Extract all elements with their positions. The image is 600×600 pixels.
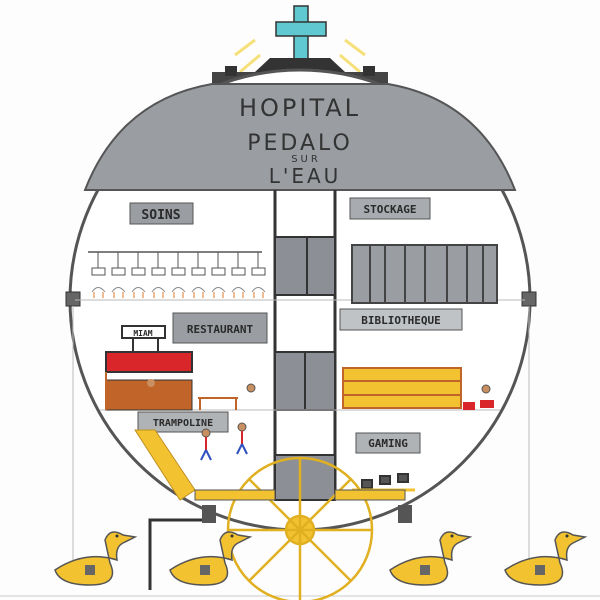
room-label-restaurant: RESTAURANT [172,312,268,344]
duck-floats [54,531,588,586]
restaurant-tables [198,383,256,410]
left-bolt [65,291,81,307]
pedal-box-left [202,505,216,523]
right-bolt [521,291,537,307]
elevator-shaft [273,190,337,501]
room-label-soins: SOINS [129,202,194,225]
title-line-3: SUR [291,154,321,165]
duck-float [389,531,473,586]
care-bed [251,252,266,298]
pedal-beam-right [334,489,406,501]
room-label-stockage: STOCKAGE [349,197,431,220]
care-bed [111,252,126,298]
pedal-box-right [398,505,412,523]
room-label-bibliotheque: BIBLIOTHEQUE [339,308,463,331]
care-beds [88,251,266,298]
care-bed [91,252,106,298]
care-bed [191,252,206,298]
dome-roof [83,83,517,191]
restaurant-stand: MIAM [105,325,193,411]
care-bed [131,252,146,298]
svg-text:BIBLIOTHEQUE: BIBLIOTHEQUE [361,314,440,327]
care-bed [151,252,166,298]
people [200,422,248,461]
storage-shelves [351,244,498,304]
svg-text:GAMING: GAMING [368,437,408,450]
svg-text:TRAMPOLINE: TRAMPOLINE [153,418,213,429]
title-line-1: HOPITAL [239,94,361,122]
title-line-2: PEDALO [247,131,353,156]
duck-float [54,531,138,586]
drive-pipe [148,518,210,590]
bookshelf [342,367,494,410]
svg-text:STOCKAGE: STOCKAGE [364,203,417,216]
paddle-wheel [226,456,374,600]
svg-text:SOINS: SOINS [141,208,180,223]
svg-text:RESTAURANT: RESTAURANT [187,323,254,336]
duck-float [504,531,588,586]
care-bed [171,252,186,298]
care-bed [211,252,226,298]
room-label-trampoline: TRAMPOLINE [137,411,229,433]
pedal-beam [194,489,276,501]
duck-float [169,531,253,586]
room-label-gaming: GAMING [355,432,421,454]
miam-sign: MIAM [133,329,152,338]
care-bed [231,252,246,298]
title-line-4: L'EAU [269,164,342,188]
